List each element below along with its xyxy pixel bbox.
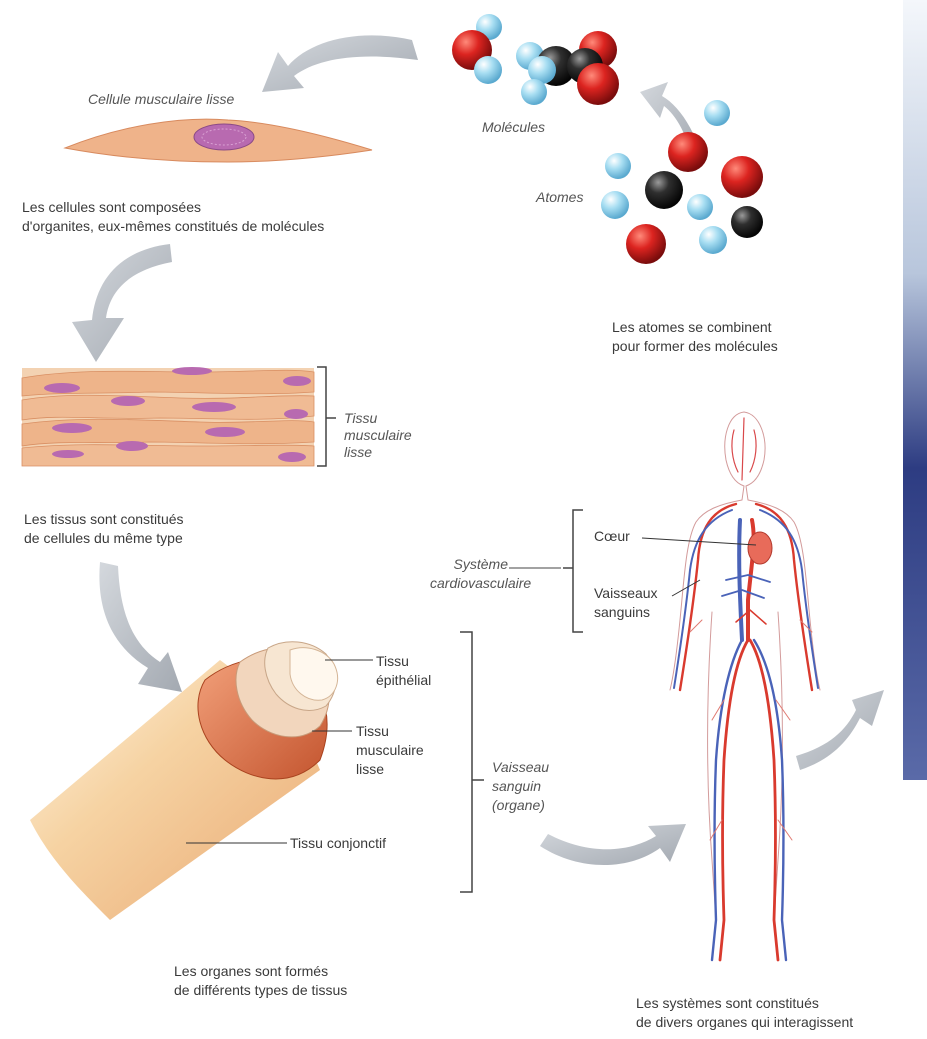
smooth-muscle-cell-illustration: [65, 119, 372, 162]
label-tissu-conjonctif: Tissu conjonctif: [290, 834, 386, 853]
tissue-bracket: [317, 367, 326, 466]
label-atomes: Atomes: [536, 188, 583, 207]
cardiovascular-system-illustration: [670, 412, 820, 960]
caption-organes: Les organes sont formés de différents ty…: [174, 962, 434, 1000]
arrow-molecules-to-cell: [262, 35, 418, 92]
caption-atomes: Les atomes se combinent pour former des …: [612, 318, 842, 356]
label-tissu-epithelial: Tissu épithélial: [376, 652, 431, 690]
organ-bracket: [460, 632, 472, 892]
arrow-cell-to-tissue: [72, 244, 172, 362]
label-tissu-musculaire-lisse: Tissu musculaire lisse: [356, 722, 424, 779]
arrow-tissue-to-organ: [99, 562, 182, 692]
background-image-strip: [903, 0, 927, 780]
caption-tissus: Les tissus sont constitués de cellules d…: [24, 510, 284, 548]
label-cellule-musculaire: Cellule musculaire lisse: [88, 90, 234, 109]
label-vaisseaux-sanguins: Vaisseaux sanguins: [594, 584, 658, 622]
muscle-tissue-illustration: [22, 367, 314, 466]
label-vaisseau-sanguin-organe: Vaisseau sanguin (organe): [492, 758, 549, 815]
label-coeur: Cœur: [594, 527, 630, 546]
label-tissu-musculaire: Tissu musculaire lisse: [344, 410, 412, 461]
label-systeme-cardiovasculaire: Système cardiovasculaire: [430, 555, 508, 593]
arrow-organ-to-system: [540, 824, 686, 865]
system-bracket: [573, 510, 583, 632]
molecules-illustration: [452, 14, 619, 105]
caption-systemes: Les systèmes sont constitués de divers o…: [636, 994, 926, 1032]
label-molecules: Molécules: [482, 118, 545, 137]
arrow-system-to-organism: [796, 690, 884, 770]
blood-vessel-illustration: [30, 642, 338, 920]
caption-cellules: Les cellules sont composées d'organites,…: [22, 198, 452, 236]
